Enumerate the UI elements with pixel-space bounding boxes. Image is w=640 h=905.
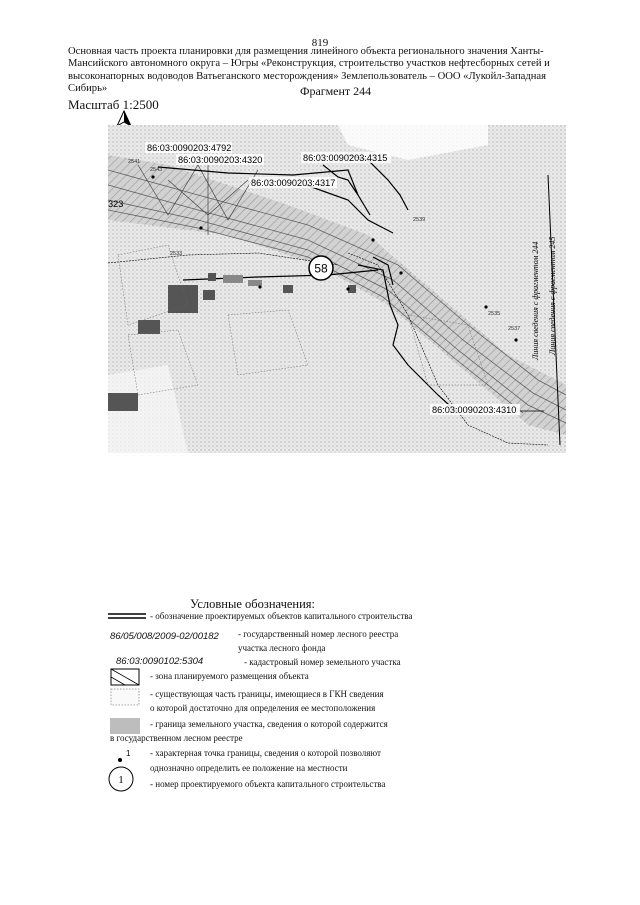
forest-boundary-icon: [110, 718, 140, 734]
object-number: 58: [314, 262, 328, 276]
legend-code: 86:03:0090102:5304: [116, 656, 204, 667]
corridor-zone: [108, 155, 566, 435]
legend-text: - кадастровый номер земельного участка: [244, 657, 401, 667]
object-number-circle-icon: 1: [108, 766, 134, 792]
object-number-marker[interactable]: 58: [308, 255, 334, 281]
characteristic-point-icon: 1: [118, 749, 131, 762]
map-fragment[interactable]: Линия сведения с фрагментом 244 Линия св…: [108, 125, 566, 453]
legend-text: о которой достаточно для определения ее …: [150, 703, 376, 713]
cadastral-label: 86:03:0090203:4310: [432, 405, 516, 415]
legend-text: - государственный номер лесного реестра: [238, 629, 399, 639]
document-header: Основная часть проекта планировки для ра…: [68, 46, 550, 95]
legend-text: - характерная точка границы, сведения о …: [150, 748, 381, 758]
legend-text: - номер проектируемого объекта капитальн…: [150, 779, 386, 789]
cadastral-label: 86:03:0090203:4320: [178, 155, 262, 165]
legend-text: - существующая часть границы, имеющиеся …: [150, 689, 384, 699]
point-label: 2537: [508, 326, 520, 332]
planned-object-line-icon: [108, 613, 146, 619]
fragment-title: Фрагмент 244: [300, 84, 372, 98]
point-label: 2535: [488, 311, 500, 317]
legend-marker-text: 1: [118, 774, 124, 786]
cadastral-label: 86:03:0090203:4315: [303, 153, 387, 163]
point-label: 2533: [170, 251, 182, 257]
cadastral-label-partial: 323: [108, 199, 123, 209]
legend-title: Условные обозначения:: [190, 597, 316, 611]
legend-marker-text: 1: [126, 749, 131, 758]
page-number: 819: [311, 37, 329, 49]
legend-text: - обозначение проектируемых объектов кап…: [150, 611, 413, 621]
legend-code: 86/05/008/2009-02/00182: [110, 631, 219, 642]
fragment-join-label: Линия сведения с фрагментом 244: [531, 242, 540, 361]
legend-text: - зона планируемого размещения объекта: [150, 671, 309, 681]
point-label: 2539: [413, 217, 425, 223]
scale-label: Масштаб 1:2500: [68, 97, 159, 112]
point-label: 2541: [128, 159, 140, 165]
legend-text: - граница земельного участка, сведения о…: [150, 719, 388, 729]
legend-text: однозначно определить ее положение на ме…: [150, 763, 348, 773]
existing-boundary-icon: [110, 688, 140, 706]
cadastral-label: 86:03:0090203:4792: [147, 143, 231, 153]
building: [168, 285, 198, 313]
point-label: 2543: [150, 167, 162, 173]
cadastral-label: 86:03:0090203:4317: [251, 178, 335, 188]
planned-zone-icon: [110, 668, 140, 686]
legend-text: в государственном лесном реестре: [110, 733, 243, 743]
legend-text: участка лесного фонда: [238, 643, 326, 653]
north-arrow-icon: [116, 110, 132, 128]
fragment-join-label: Линия сведения с фрагментом 245: [548, 237, 557, 356]
